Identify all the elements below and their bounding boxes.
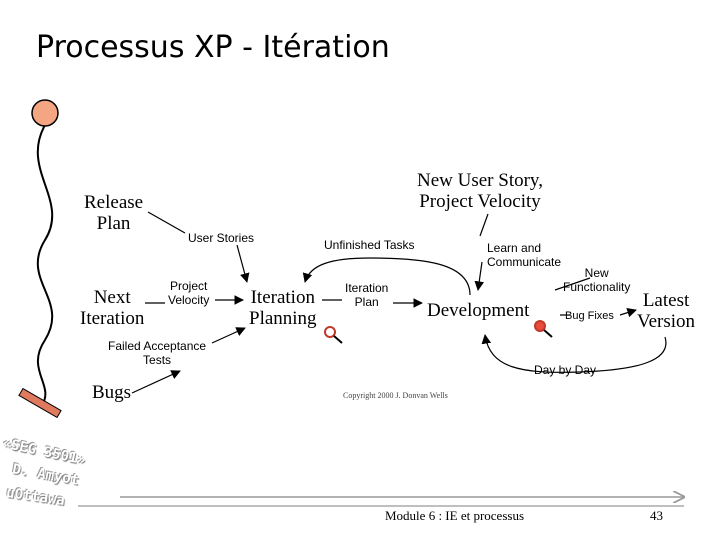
label-failed-acceptance: Failed Acceptance Tests [108,339,207,367]
node-new-user-story: New User Story, Project Velocity [417,170,543,212]
node-latest-version: Latest Version [637,290,696,332]
label-learn-communicate: Learn and Communicate [487,241,562,269]
arrow-project-velocity [145,300,243,303]
page-number: 43 [650,508,663,523]
node-next-iteration: Next Iteration [80,287,145,329]
label-iteration-plan: Iteration Plan [345,281,389,309]
label-project-velocity: Project Velocity [168,279,210,307]
label-unfinished-tasks: Unfinished Tasks [324,238,415,252]
label-day-by-day: Day by Day [534,363,597,377]
footer-text: Module 6 : IE et processus [385,508,525,523]
arrow-learn-communicate [478,213,489,290]
arrow-day-by-day [481,334,667,373]
label-user-stories: User Stories [188,231,255,245]
decorative-timeline-icon [18,99,62,419]
node-development: Development [427,300,530,321]
label-bug-fixes: Bug Fixes [565,310,614,322]
slide-title: Processus XP - Itération [36,30,390,65]
magnifier-icon [534,320,553,338]
label-new-functionality: New Functionality [563,266,631,294]
arrow-failed-acceptance [211,327,246,344]
copyright-note: Copyright 2000 J. Donvan Wells [343,391,448,400]
arrow-iteration-plan [322,300,422,303]
magnifier-icon [324,326,343,344]
node-bugs: Bugs [92,382,132,403]
arrow-bugs [131,370,181,394]
node-iteration-planning: Iteration Planning [249,287,317,329]
arrow-user-stories [147,211,247,282]
arrow-new-functionality [554,277,636,315]
node-release-plan: Release Plan [84,192,144,234]
arrow-unfinished-tasks [302,257,471,296]
